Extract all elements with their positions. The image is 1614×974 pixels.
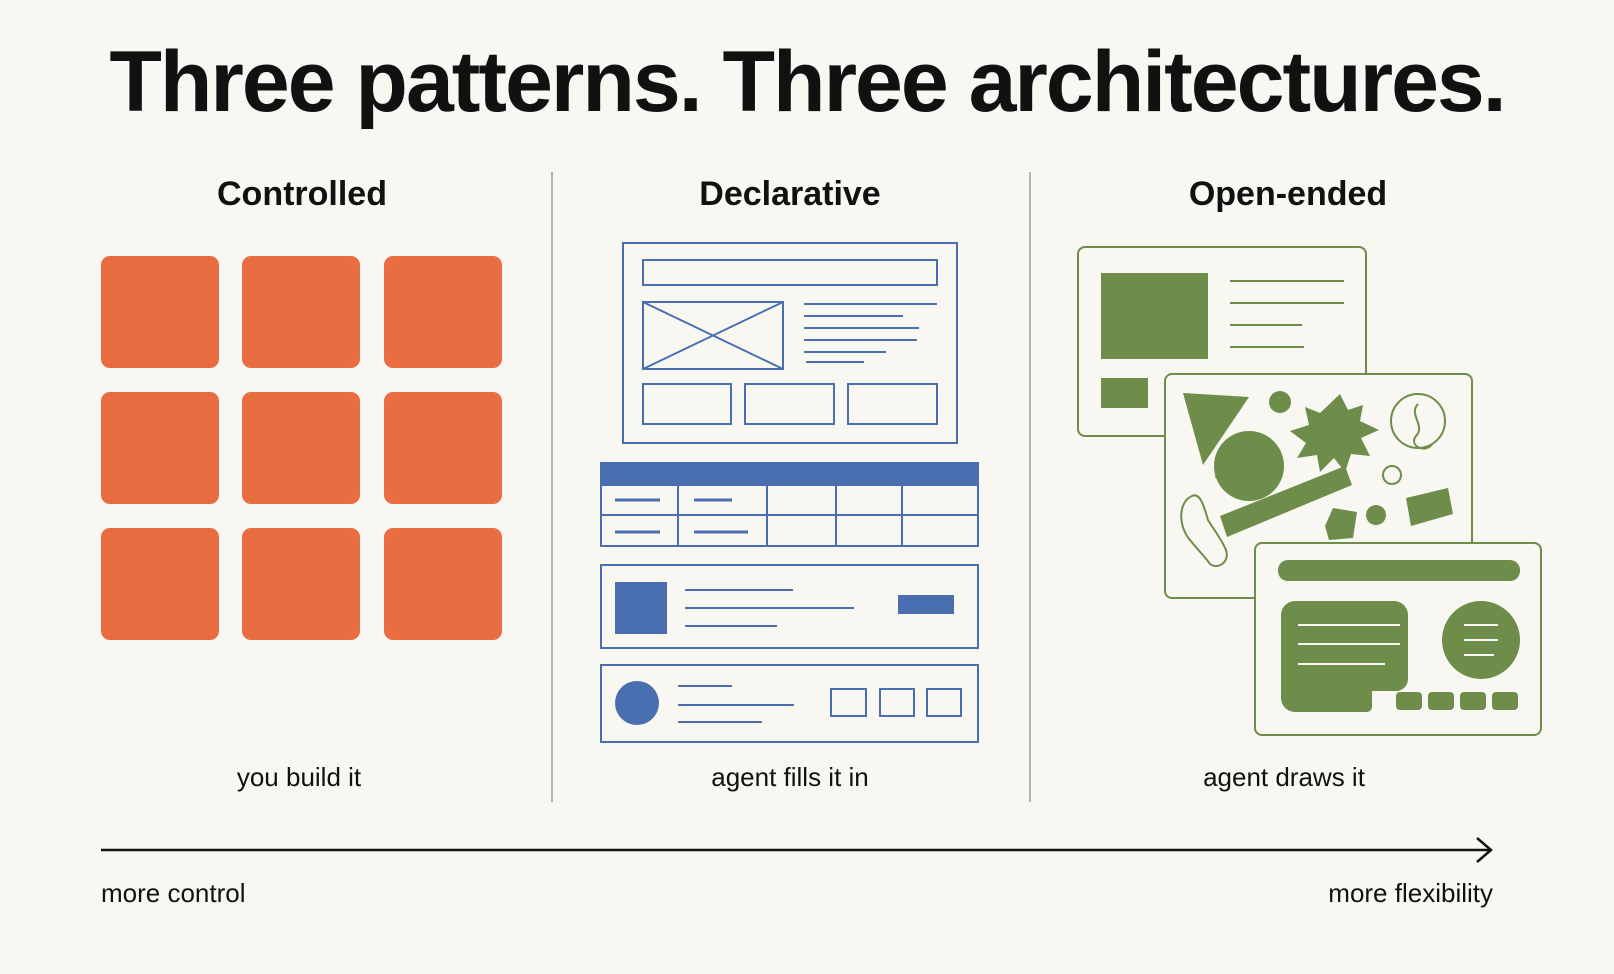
bar-shape xyxy=(1220,466,1352,537)
tile xyxy=(101,256,219,368)
tile xyxy=(242,392,360,504)
avatar-circle-icon xyxy=(615,681,659,725)
chat-bubble-shape xyxy=(1281,601,1408,712)
tile xyxy=(384,256,502,368)
arrowhead-icon xyxy=(1476,837,1493,863)
axis-label-right: more flexibility xyxy=(1328,878,1493,908)
column-divider-left xyxy=(551,172,553,802)
heading-declarative: Declarative xyxy=(699,175,881,213)
wireframe-list-row xyxy=(600,664,979,743)
canvas-card-front xyxy=(1254,542,1542,736)
tile xyxy=(242,528,360,640)
circle-shape xyxy=(1214,431,1284,501)
wireframe-media-card xyxy=(600,564,979,649)
tile xyxy=(384,392,502,504)
tile xyxy=(101,528,219,640)
tile xyxy=(242,256,360,368)
table-header-bar xyxy=(601,463,978,486)
image-placeholder-icon xyxy=(642,301,784,370)
wireframe-page-card xyxy=(622,242,958,444)
thumbnail-block xyxy=(615,582,667,634)
tile xyxy=(101,392,219,504)
button-block xyxy=(898,595,954,614)
heading-controlled: Controlled xyxy=(217,175,387,213)
starburst-shape xyxy=(1290,394,1379,472)
tile xyxy=(384,528,502,640)
column-divider-right xyxy=(1029,172,1031,802)
triangle-shape xyxy=(1183,393,1249,465)
page-title: Three patterns. Three architectures. xyxy=(109,34,1506,130)
caption-declarative: agent fills it in xyxy=(711,762,869,792)
axis-label-left: more control xyxy=(101,878,246,908)
caption-open-ended: agent draws it xyxy=(1203,762,1365,792)
caption-controlled: you build it xyxy=(236,762,362,792)
pill-shape xyxy=(1180,494,1228,568)
heading-open-ended: Open-ended xyxy=(1188,175,1388,213)
